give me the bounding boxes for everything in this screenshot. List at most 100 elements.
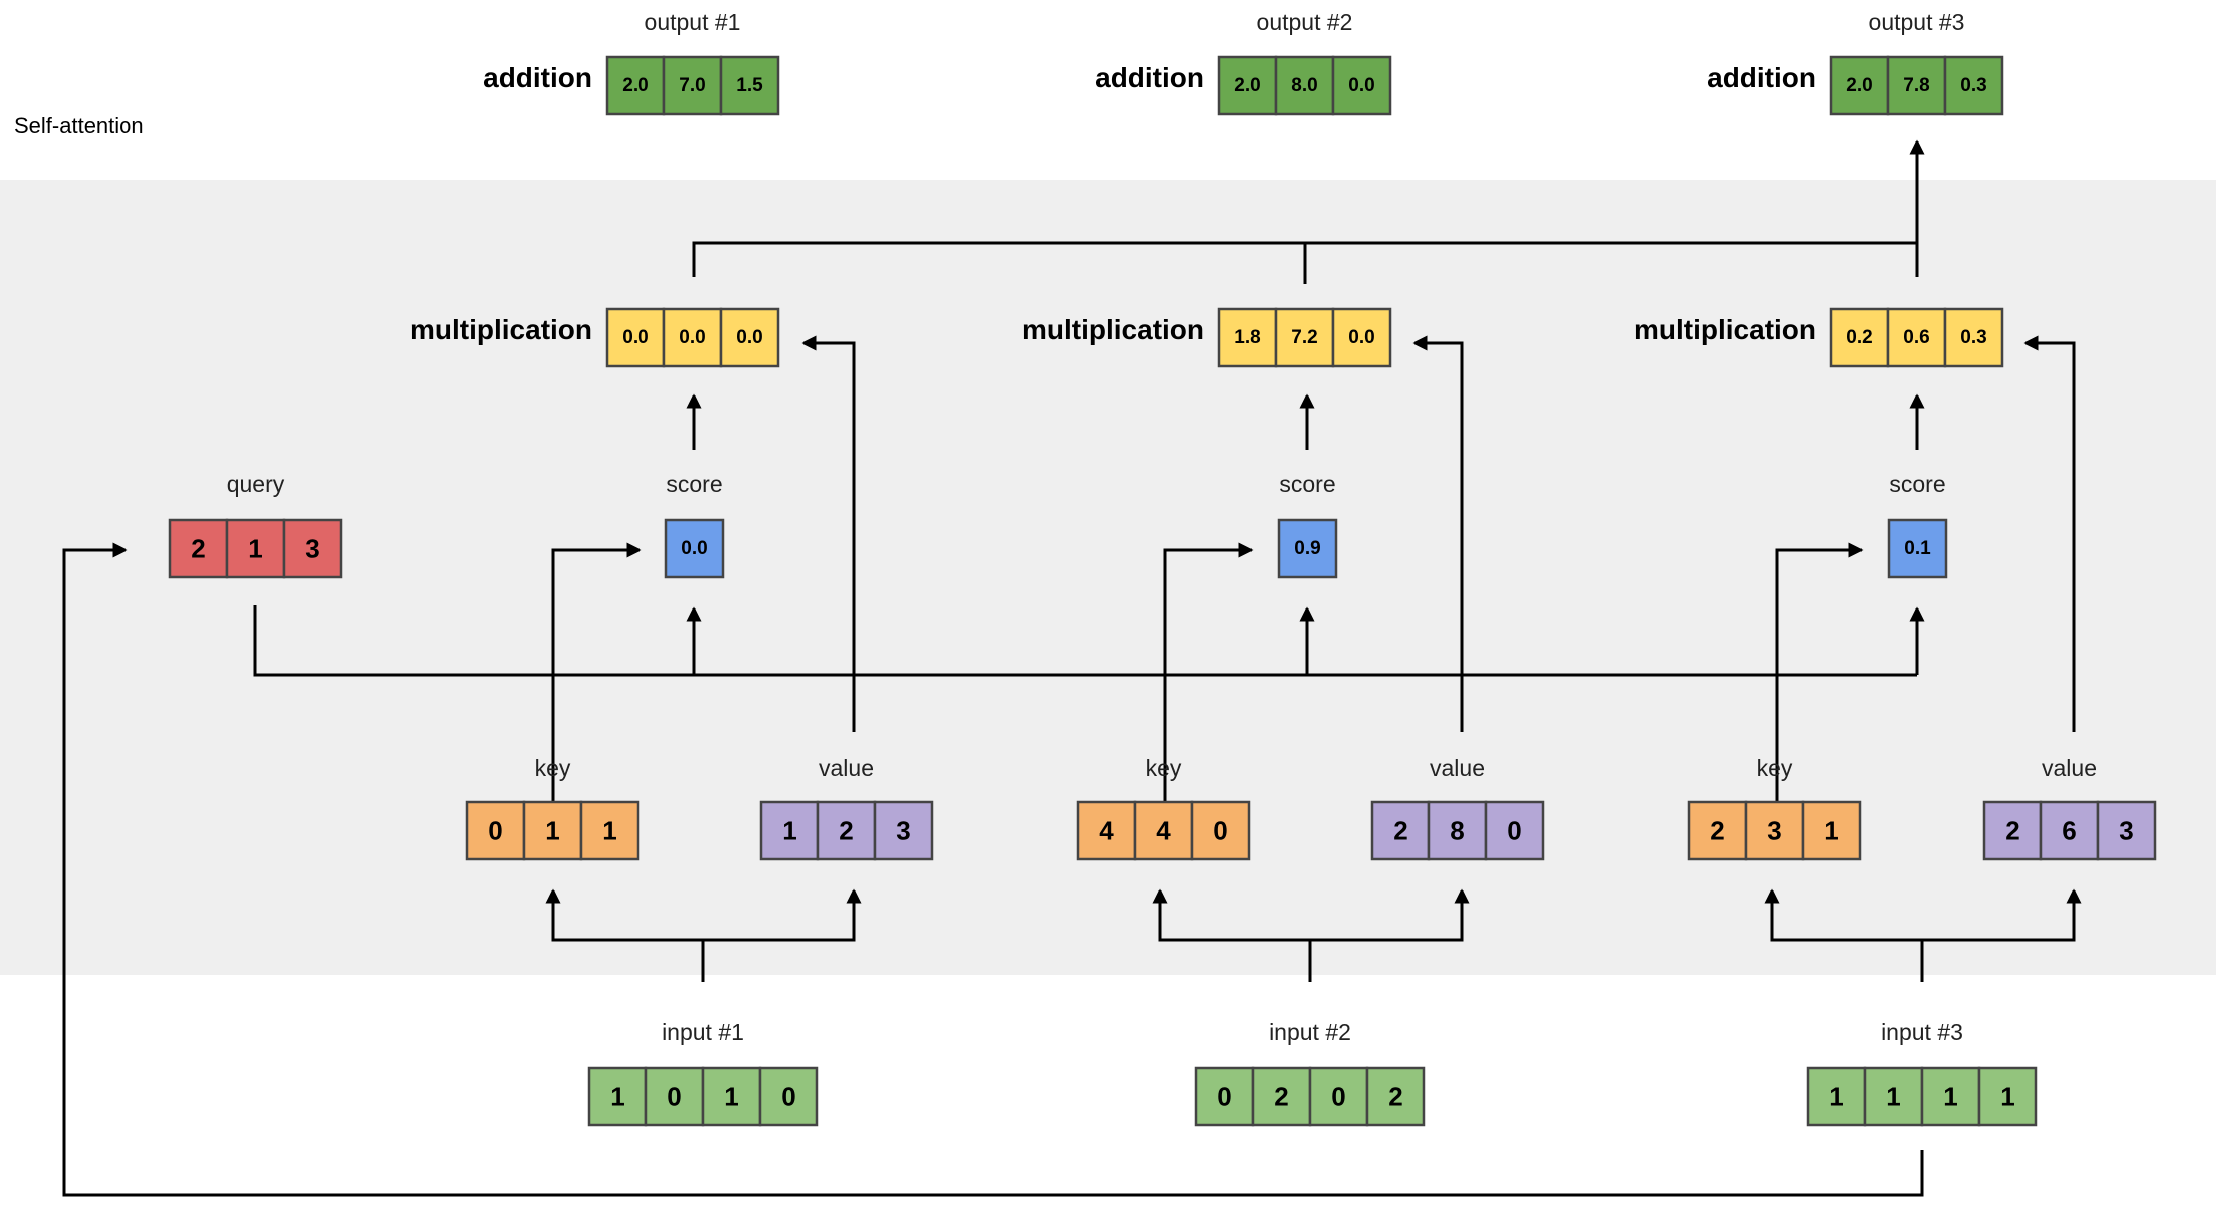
multiplication-vector-1-value-2: 0.0 — [679, 327, 705, 348]
input-vector-1-value-3: 1 — [724, 1082, 738, 1112]
score-box-1-value-1: 0.0 — [681, 538, 707, 559]
multiplication-vector-2-value-2: 7.2 — [1291, 327, 1317, 348]
query-vector-label: query — [227, 471, 285, 497]
output-vector-3-cell-1 — [1829, 55, 1890, 116]
key-vector-3-label: key — [1757, 755, 1793, 781]
score-box-2-cell-1 — [1277, 518, 1338, 579]
output-vector-1-value-3: 1.5 — [736, 75, 763, 96]
key-vector-2-cell-2 — [1133, 800, 1194, 861]
input-vector-1-cell-3 — [701, 1066, 762, 1127]
key-vector-1-value-3: 1 — [602, 816, 616, 846]
value-vector-3-value-2: 6 — [2062, 816, 2076, 846]
input-vector-1-label: input #1 — [662, 1019, 744, 1045]
value-vector-3-cell-3 — [2096, 800, 2157, 861]
key-vector-1-cell-1 — [465, 800, 526, 861]
addition-label-3: addition — [1707, 62, 1816, 93]
input-vector-3-label: input #3 — [1881, 1019, 1963, 1045]
value-vector-3-value-3: 3 — [2119, 816, 2133, 846]
connector-lines — [62, 139, 2082, 1197]
input-vector-1-value-1: 1 — [610, 1082, 624, 1112]
multiplication-vector-2-cell-2 — [1274, 307, 1335, 368]
input-vector-2: 0 2 0 2 input #2 — [1194, 1019, 1426, 1127]
output-vector-1-cell-1 — [605, 55, 666, 116]
query-vector-cell-3 — [282, 518, 343, 579]
input-vector-2-value-2: 2 — [1274, 1082, 1288, 1112]
key-vector-2-cell-3 — [1190, 800, 1251, 861]
value-vector-2-cell-1 — [1370, 800, 1431, 861]
score-box-3-label: score — [1889, 471, 1945, 497]
input-vector-1-cell-4 — [758, 1066, 819, 1127]
addition-label-2: addition — [1095, 62, 1204, 93]
input-vector-2-value-1: 0 — [1217, 1082, 1231, 1112]
multiplication-vector-2-cell-1 — [1217, 307, 1278, 368]
output-vector-1-label: output #1 — [645, 9, 741, 35]
input-vector-3-cell-1 — [1806, 1066, 1867, 1127]
value-vector-2-label: value — [1430, 755, 1485, 781]
query-vector-value-3: 3 — [305, 534, 319, 564]
output-vector-3-cell-3 — [1943, 55, 2004, 116]
value-vector-1-value-2: 2 — [839, 816, 853, 846]
output-vector-2-value-1: 2.0 — [1234, 75, 1260, 96]
multiplication-vector-2-cell-3 — [1331, 307, 1392, 368]
key-vector-1-cell-2 — [522, 800, 583, 861]
input-vector-3-value-1: 1 — [1829, 1082, 1843, 1112]
input-vector-3-value-2: 1 — [1886, 1082, 1900, 1112]
value-vector-2-value-1: 2 — [1393, 816, 1407, 846]
multiplication-vector-2-value-1: 1.8 — [1234, 327, 1260, 348]
input-vector-2-label: input #2 — [1269, 1019, 1351, 1045]
score-box-2-label: score — [1279, 471, 1335, 497]
multiplication-vector-1-value-1: 0.0 — [622, 327, 648, 348]
output-vector-3-cell-2 — [1886, 55, 1947, 116]
output-vector-1-value-2: 7.0 — [679, 75, 705, 96]
key-vector-3-cell-1 — [1687, 800, 1748, 861]
score-box-1-label: score — [666, 471, 722, 497]
key-vector-2-value-2: 4 — [1156, 816, 1171, 846]
value-vector-3-cell-2 — [2039, 800, 2100, 861]
multiplication-vector-1-cell-3 — [719, 307, 780, 368]
output-vector-3-value-2: 7.8 — [1903, 75, 1929, 96]
multiplication-label-1: multiplication — [410, 314, 592, 345]
input-vector-2-cell-4 — [1365, 1066, 1426, 1127]
key-vector-3-cell-3 — [1801, 800, 1862, 861]
input-vector-3-cell-4 — [1977, 1066, 2038, 1127]
key-vector-1-value-2: 1 — [545, 816, 559, 846]
multiplication-label-2: multiplication — [1022, 314, 1204, 345]
score-box-1-cell-1 — [664, 518, 725, 579]
input-vector-2-cell-1 — [1194, 1066, 1255, 1127]
output-vector-2-cell-3 — [1331, 55, 1392, 116]
output-vector-3-label: output #3 — [1869, 9, 1965, 35]
input-vector-3-value-3: 1 — [1943, 1082, 1957, 1112]
score-box-3-cell-1 — [1887, 518, 1948, 579]
key-vector-1-value-1: 0 — [488, 816, 502, 846]
input-vector-2-cell-2 — [1251, 1066, 1312, 1127]
input-vector-2-value-4: 2 — [1388, 1082, 1402, 1112]
input-vector-2-value-3: 0 — [1331, 1082, 1345, 1112]
value-vector-2-value-2: 8 — [1450, 816, 1464, 846]
query-vector-value-1: 2 — [191, 534, 205, 564]
value-vector-2-cell-3 — [1484, 800, 1545, 861]
value-vector-1-cell-3 — [873, 800, 934, 861]
output-vector-1-value-1: 2.0 — [622, 75, 648, 96]
multiplication-vector-3-value-2: 0.6 — [1903, 327, 1929, 348]
value-vector-3-label: value — [2042, 755, 2097, 781]
output-vector-2-cell-2 — [1274, 55, 1335, 116]
value-vector-2-value-3: 0 — [1507, 816, 1521, 846]
key-vector-2-value-3: 0 — [1213, 816, 1227, 846]
addition-label-1: addition — [483, 62, 592, 93]
multiplication-vector-3-cell-1 — [1829, 307, 1890, 368]
output-vector-2-value-3: 0.0 — [1348, 75, 1374, 96]
value-vector-1-value-1: 1 — [782, 816, 796, 846]
